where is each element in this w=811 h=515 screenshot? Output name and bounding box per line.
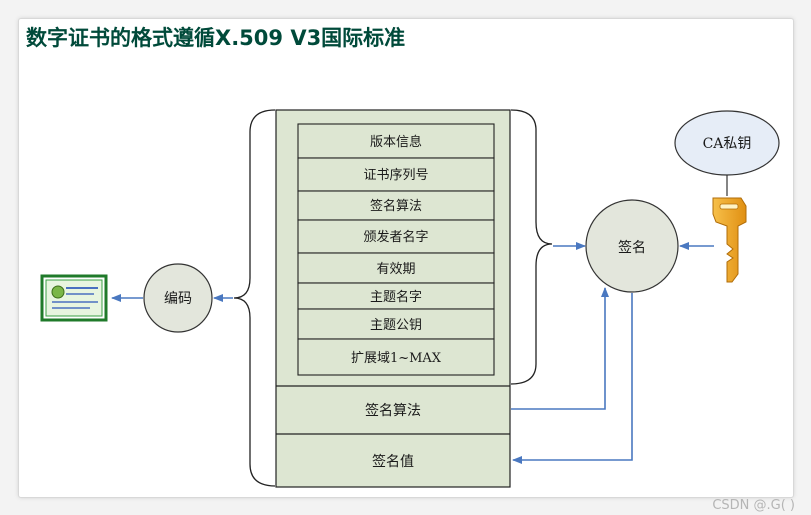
arrow-sign-to-value [512, 293, 633, 464]
outer-field-label: 签名算法 [365, 402, 421, 419]
field-label: 证书序列号 [363, 168, 428, 183]
sign-label: 签名 [618, 239, 646, 256]
page-title: 数字证书的格式遵循X.509 V3国际标准 [26, 26, 406, 50]
encode-label: 编码 [164, 291, 192, 307]
field-box [297, 252, 495, 284]
watermark: CSDN @.G( ) [712, 498, 795, 513]
right-brace [510, 109, 553, 385]
field-box [297, 157, 495, 192]
field-label: 颁发者名字 [363, 229, 428, 245]
field-box [297, 308, 495, 340]
field-label: 有效期 [376, 262, 415, 277]
field-box [297, 123, 495, 159]
field-box [297, 190, 495, 221]
encode-node [143, 263, 213, 333]
sign-node [585, 199, 679, 293]
outer-field-label: 签名值 [372, 453, 414, 470]
field-box [297, 219, 495, 254]
field-box [297, 282, 495, 310]
field-label: 版本信息 [370, 134, 422, 150]
field-label: 签名算法 [370, 198, 422, 214]
field-box [297, 338, 495, 376]
field-label: 主题公钥 [370, 318, 422, 333]
arrow-algorithm-to-sign [511, 287, 609, 410]
key-icon [712, 197, 747, 283]
field-label: 扩展域1~MAX [351, 351, 442, 366]
certificate-icon [40, 274, 108, 322]
left-brace [233, 109, 276, 487]
ca-key-label: CA私钥 [703, 136, 752, 152]
field-label: 主题名字 [370, 289, 422, 305]
